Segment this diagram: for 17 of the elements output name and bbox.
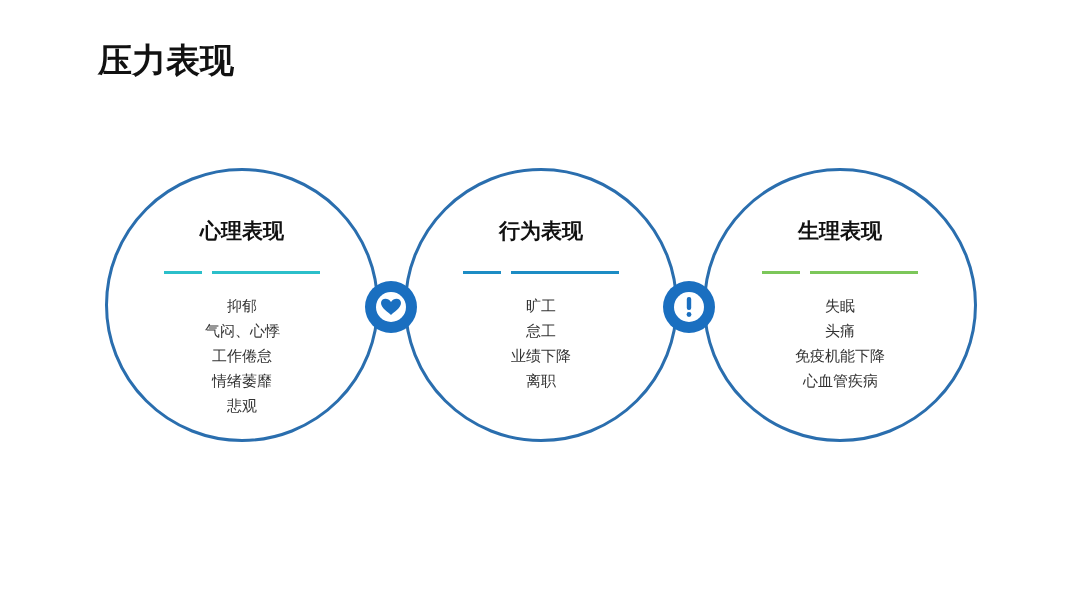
list-item: 心血管疾病 (801, 371, 879, 391)
heading-text: 心理表现 (198, 218, 285, 245)
list-item: 业绩下降 (510, 346, 572, 366)
list-item: 离职 (525, 371, 557, 391)
heading-text: 行为表现 (497, 218, 584, 245)
list-item: 情绪萎靡 (210, 371, 273, 391)
list-item: 头痛 (824, 321, 856, 341)
page-title: 压力表现 (98, 39, 234, 82)
list-item: 工作倦怠 (211, 346, 273, 366)
list-item: 悲观 (226, 396, 258, 416)
list-item: 免疫机能下降 (794, 346, 886, 366)
list-item: 气闷、心悸 (203, 321, 281, 341)
list-item: 失眠 (824, 296, 856, 316)
list-item: 旷工 (525, 296, 557, 316)
list-item: 怠工 (525, 321, 557, 341)
list-item: 抑郁 (226, 296, 258, 316)
heading-text: 生理表现 (796, 218, 883, 245)
